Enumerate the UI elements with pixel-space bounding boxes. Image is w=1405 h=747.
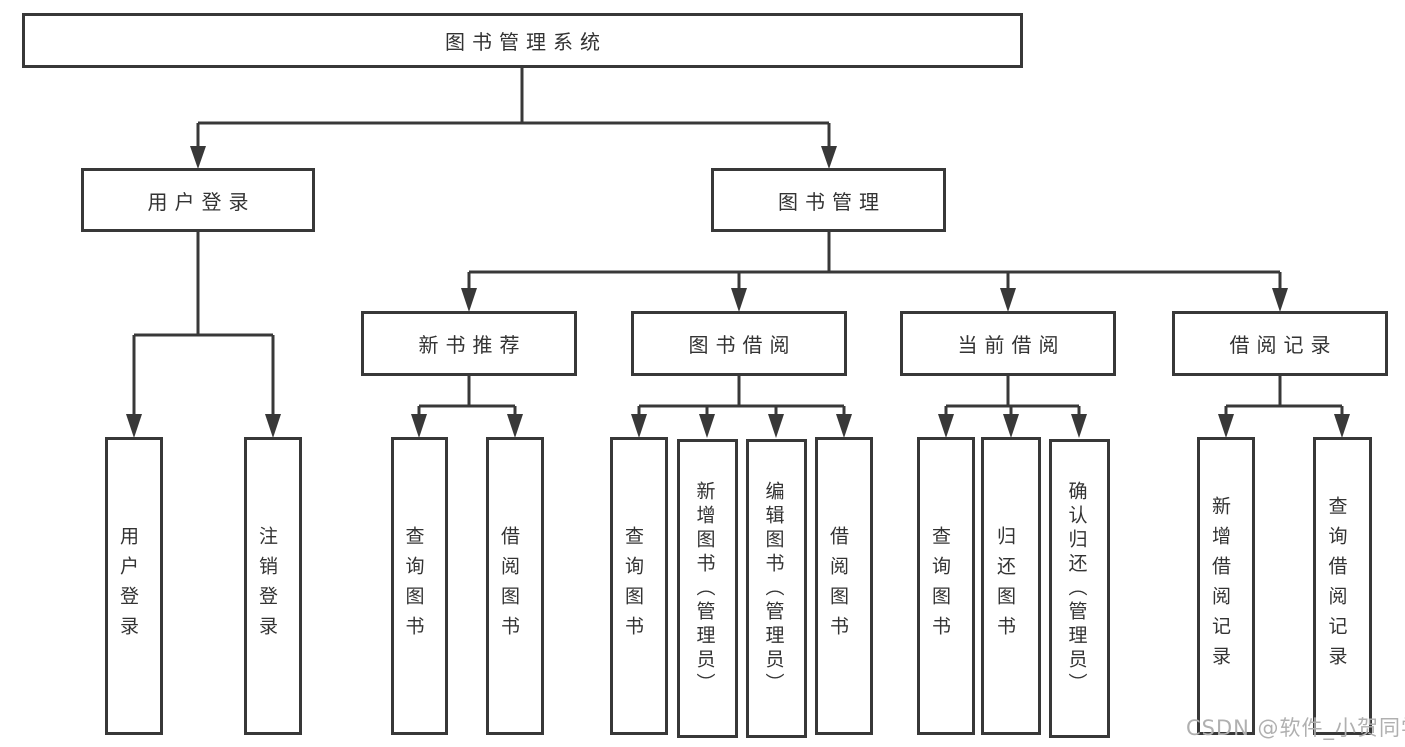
leaf-user-login: 用户登录: [105, 437, 163, 735]
leaf-add-borrow-record: 新增借阅记录: [1197, 437, 1255, 735]
leaf-label: 注销登录: [256, 526, 278, 646]
leaf-query-books-current: 查询图书: [917, 437, 975, 735]
leaf-label: 归还图书: [994, 526, 1016, 646]
leaf-label: 查询图书: [929, 526, 951, 646]
leaf-add-book-admin: 新增图书（管理员）: [677, 439, 738, 738]
leaf-return-books: 归还图书: [981, 437, 1041, 735]
node-user-login: 用户登录: [81, 168, 315, 232]
node-book-management: 图书管理: [711, 168, 946, 232]
leaf-label: 确认归还（管理员）: [1065, 480, 1088, 697]
node-label: 借阅记录: [1229, 333, 1338, 357]
leaf-logout: 注销登录: [244, 437, 302, 735]
leaf-query-borrow-record: 查询借阅记录: [1313, 437, 1372, 735]
leaf-borrow-books-recommend: 借阅图书: [486, 437, 544, 735]
leaf-label: 编辑图书（管理员）: [762, 480, 785, 697]
leaf-label: 查询图书: [402, 526, 425, 646]
leaf-query-books-borrowing: 查询图书: [610, 437, 668, 735]
leaf-label: 借阅图书: [498, 526, 520, 646]
node-label: 当前借阅: [957, 333, 1066, 357]
leaf-label: 新增图书（管理员）: [693, 480, 716, 697]
leaf-label: 查询图书: [622, 526, 644, 646]
node-borrowing-records: 借阅记录: [1172, 311, 1388, 376]
leaf-query-books-recommend: 查询图书: [391, 437, 448, 735]
leaf-borrow-books: 借阅图书: [815, 437, 873, 735]
watermark: CSDN @软件_小贺同学: [1186, 716, 1405, 740]
node-book-borrowing: 图书借阅: [631, 311, 847, 376]
node-label: 新书推荐: [418, 333, 527, 357]
leaf-confirm-return-admin: 确认归还（管理员）: [1049, 439, 1110, 738]
leaf-label: 新增借阅记录: [1209, 496, 1231, 676]
node-label: 图书借阅: [688, 333, 797, 357]
leaf-label: 用户登录: [117, 526, 139, 646]
node-new-book-recommendation: 新书推荐: [361, 311, 577, 376]
node-current-borrowing: 当前借阅: [900, 311, 1116, 376]
leaf-edit-book-admin: 编辑图书（管理员）: [746, 439, 807, 738]
leaf-label: 查询借阅记录: [1325, 496, 1348, 676]
node-label: 图书管理: [778, 189, 886, 214]
node-label: 图书管理系统: [445, 30, 607, 54]
node-label: 用户登录: [147, 189, 256, 214]
node-library-management-system: 图书管理系统: [22, 13, 1023, 68]
leaf-label: 借阅图书: [827, 526, 849, 646]
